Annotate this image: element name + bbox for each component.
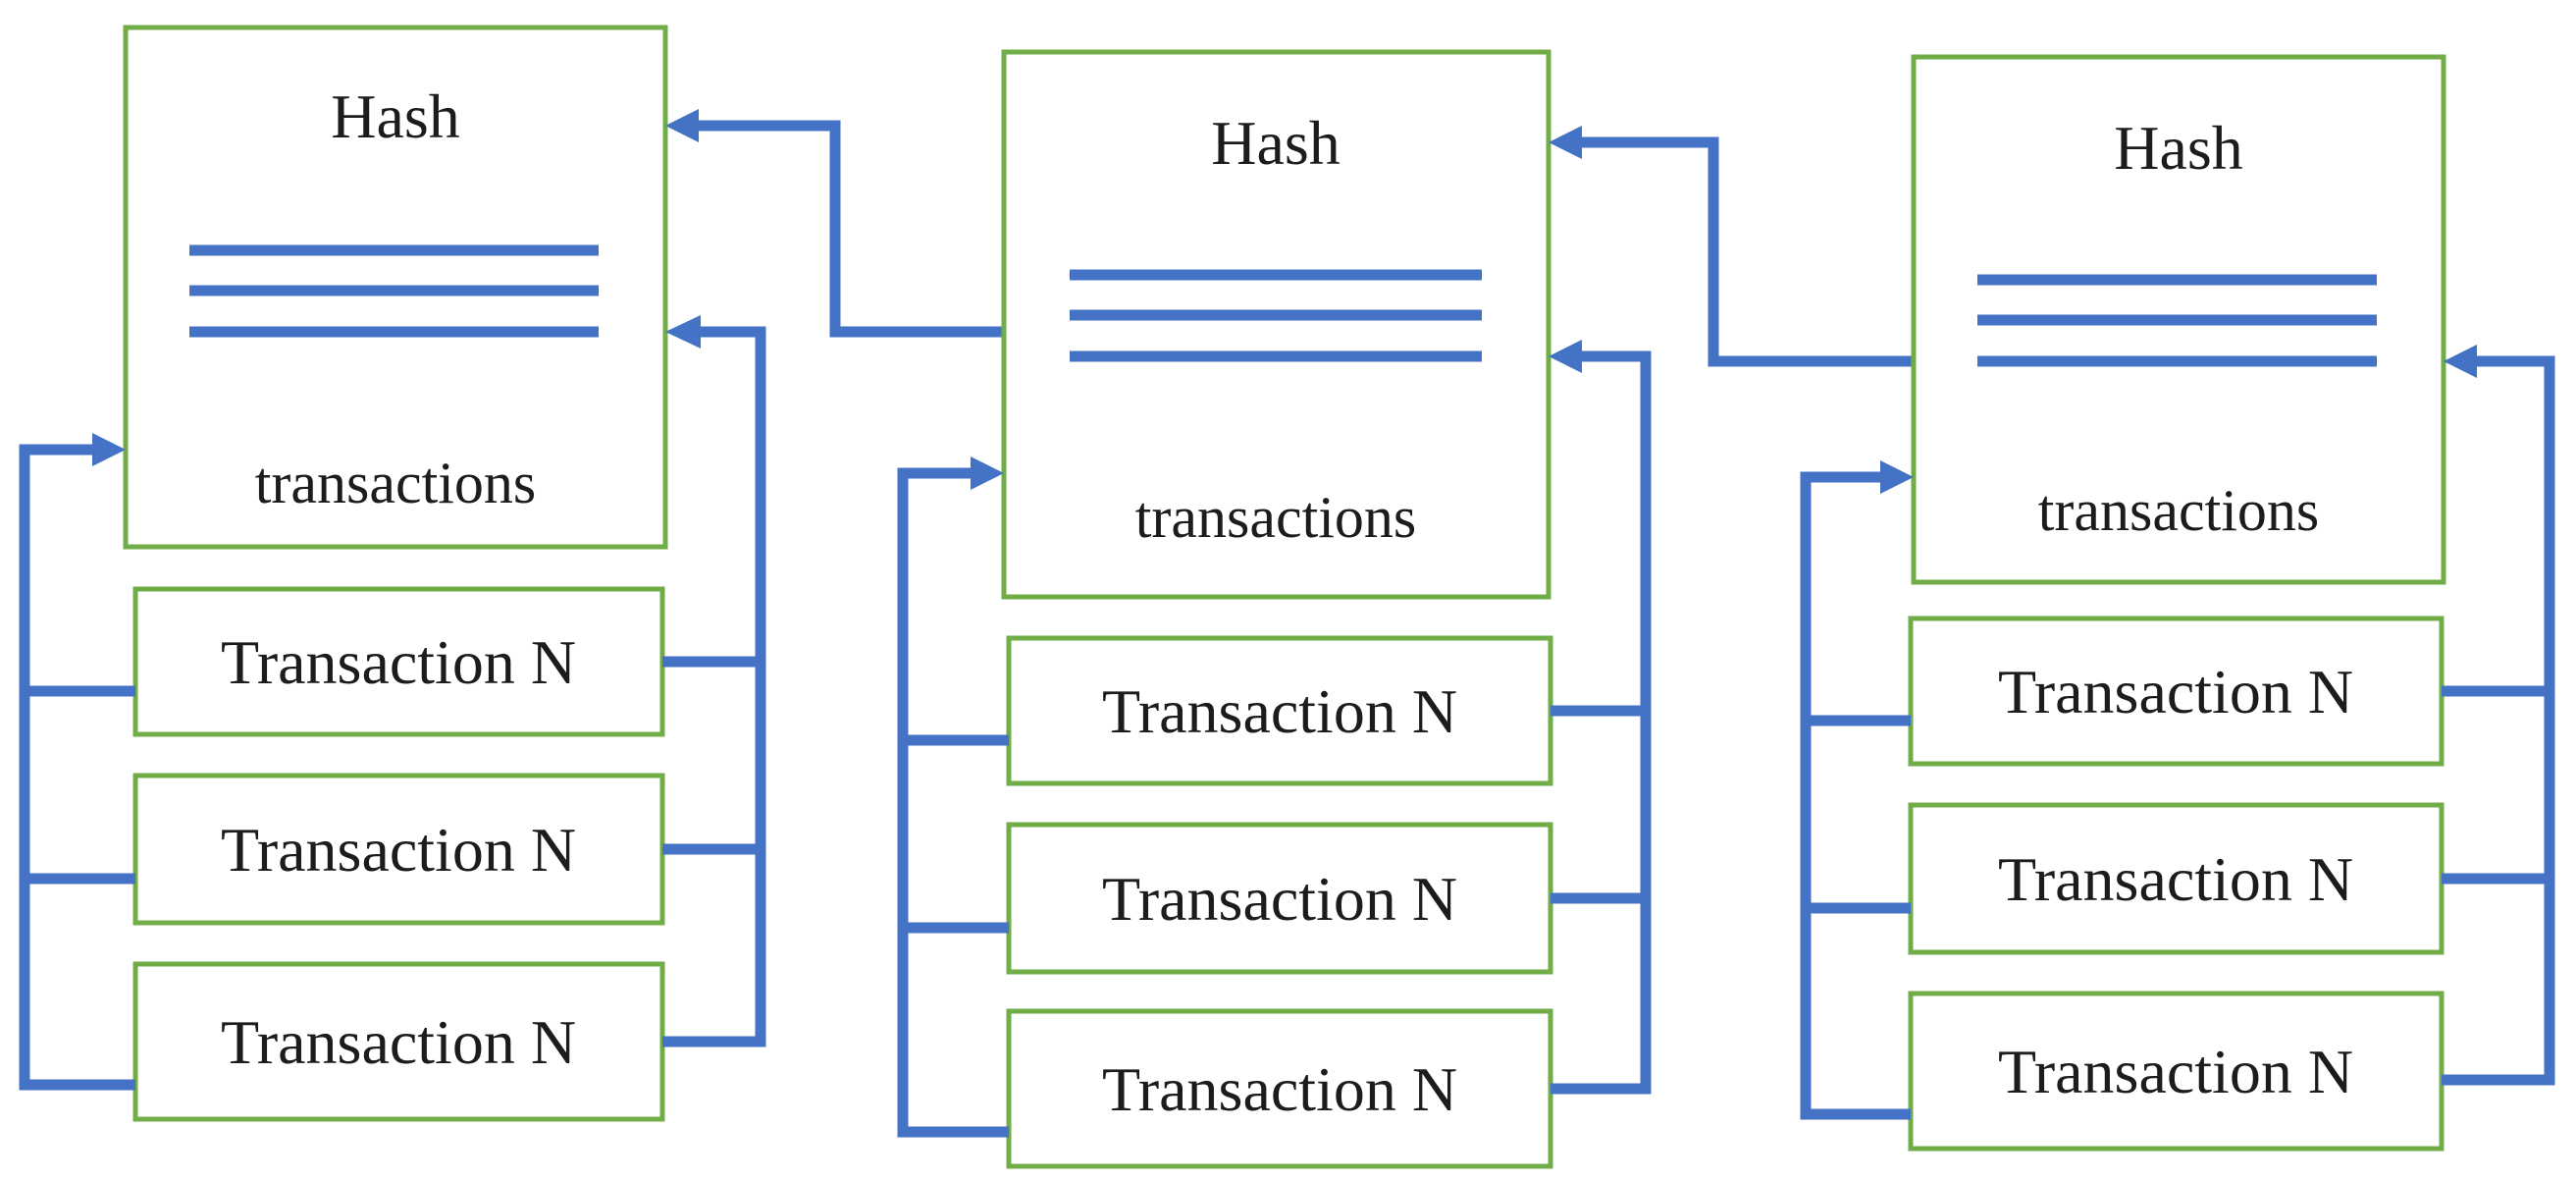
block-1-labels: Hash transactions Transaction N Transact… [221, 81, 576, 1077]
hash-box [1001, 49, 1551, 600]
transactions-left-trunk-arrow [1800, 471, 1911, 1120]
left-arrowhead-icon [665, 109, 699, 142]
block-2: Hash transactions Transaction N Transact… [897, 49, 1914, 1169]
transactions-left-trunk-arrow [897, 467, 1009, 1138]
hash-right-trunk-arrow [1551, 350, 1652, 1095]
transaction-label: Transaction N [221, 815, 576, 885]
block-3: Hash transactions Transaction N Transact… [1800, 54, 2555, 1152]
transaction-label: Transaction N [221, 627, 576, 697]
transactions-label: transactions [255, 451, 537, 515]
transactions-label: transactions [2038, 478, 2320, 543]
left-arrowhead-icon [665, 315, 701, 349]
block-3-connectors [1800, 274, 2555, 1120]
transactions-label: transactions [1135, 485, 1417, 550]
block-1-connectors [19, 120, 1004, 1091]
hash-right-trunk-arrow [2442, 355, 2555, 1086]
block-3-frames [1908, 54, 2446, 1152]
transaction-label: Transaction N [1998, 1037, 2353, 1106]
block-1-frames [123, 25, 668, 1122]
hash-label: Hash [2114, 113, 2243, 183]
transaction-box [1908, 991, 2445, 1152]
block-1-arrowheads [92, 109, 701, 466]
hash-box [1911, 54, 2446, 585]
prev-hash-link-line [1582, 136, 1914, 367]
block-3-labels: Hash transactions Transaction N Transact… [1998, 113, 2353, 1106]
block-2-labels: Hash transactions Transaction N Transact… [1102, 108, 1457, 1124]
transactions-left-trunk-arrow [19, 444, 135, 1091]
left-arrowhead-icon [2444, 345, 2477, 378]
hash-label: Hash [1211, 108, 1341, 178]
transaction-label: Transaction N [1102, 676, 1457, 746]
block-1: Hash transactions Transaction N Transact… [19, 25, 1004, 1122]
transaction-label: Transaction N [1998, 844, 2353, 914]
block-2-connectors [897, 136, 1914, 1138]
prev-hash-link-line [699, 120, 1004, 338]
hash-label: Hash [331, 81, 460, 151]
right-arrowhead-icon [1880, 460, 1914, 494]
transaction-label: Transaction N [1102, 864, 1457, 934]
hash-box [123, 25, 668, 550]
transaction-label: Transaction N [1998, 657, 2353, 726]
transaction-label: Transaction N [221, 1007, 576, 1077]
left-arrowhead-icon [1549, 126, 1582, 159]
hash-right-trunk-arrow [662, 326, 766, 1047]
right-arrowhead-icon [971, 456, 1004, 490]
left-arrowhead-icon [1549, 340, 1582, 373]
block-2-arrowheads [971, 126, 1582, 490]
block-2-frames [1001, 49, 1553, 1169]
block-3-arrowheads [1880, 345, 2477, 494]
right-arrowhead-icon [92, 433, 126, 466]
transaction-label: Transaction N [1102, 1054, 1457, 1124]
